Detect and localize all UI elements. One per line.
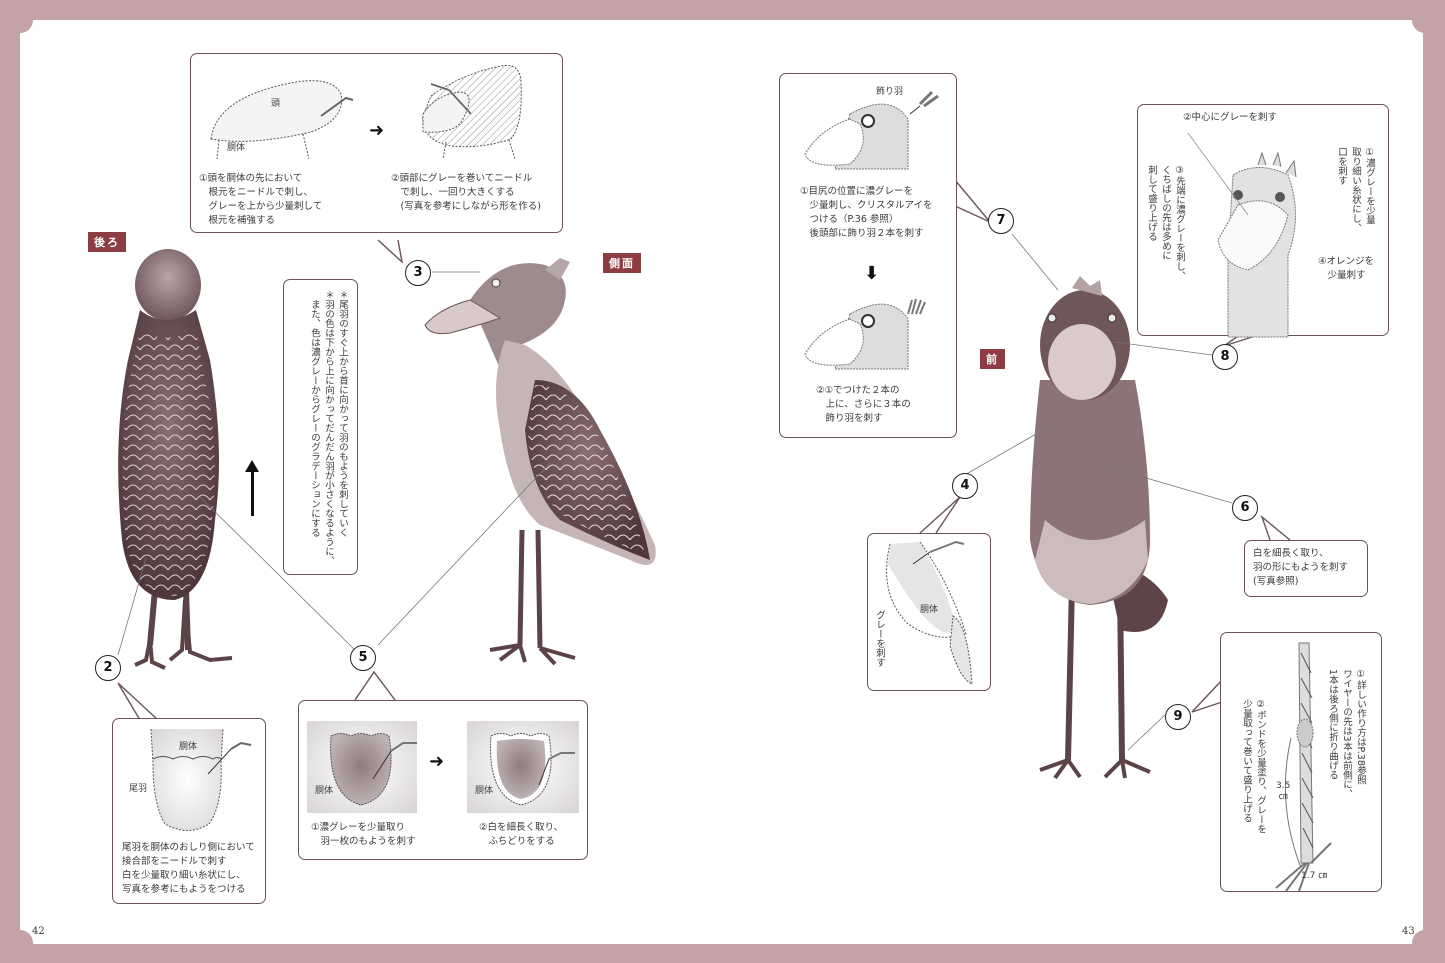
leg-step1-text: ①詳しい作り方はP.38参照 ワイヤーの先は3本は前側に、 1本は後ろ側に折り曲… — [1327, 669, 1366, 799]
svg-text:尾羽: 尾羽 — [129, 783, 147, 794]
front-body-gray-text: グレーを刺す — [874, 610, 885, 667]
feather-diagram: 胴体 ➜ 胴体 — [307, 721, 579, 813]
step-number-6: 6 — [1232, 495, 1258, 521]
beak-step3-text: ③先端に濃グレーを刺し、 くちばしの先は多めに 刺して盛り上げる — [1146, 165, 1185, 281]
corner-notch — [7, 7, 33, 33]
step-number-9: 9 — [1165, 704, 1191, 730]
page-number-left: 42 — [32, 926, 45, 937]
front-feather-text: 白を細長く取り、 羽の形にもようを刺す (写真参照) — [1253, 548, 1349, 587]
callout-tail-construction: 胴体 尾羽 尾羽を胴体のおしり側において 接合部をニードルで刺す 白を少量取り細… — [112, 718, 266, 904]
beak-diagram — [1187, 132, 1297, 338]
view-tag-back: 後ろ — [88, 232, 126, 252]
head-step2-text: ②頭部にグレーを巻いてニードル で刺し、一回り大きくする (写真を参考にしながら… — [391, 173, 541, 212]
tail-text: 尾羽を胴体のおしり側において 接合部をニードルで刺す 白を少量取り細い糸状にし、… — [122, 842, 255, 895]
svg-text:胴体: 胴体 — [920, 603, 938, 615]
corner-notch — [7, 930, 33, 956]
feather-gradient-text: ＊尾羽のすぐ上から首に向かって羽のもようを刺していく ＊羽の色は下から上に向かっ… — [309, 290, 348, 566]
svg-text:胴体: 胴体 — [227, 141, 245, 153]
step-number-8: 8 — [1212, 344, 1238, 370]
callout-leg: ①詳しい作り方はP.38参照 ワイヤーの先は3本は前側に、 1本は後ろ側に折り曲… — [1220, 632, 1382, 892]
beak-step4-text: ④オレンジを 少量刺す — [1318, 256, 1375, 281]
beak-step2-text: ②中心にグレーを刺す — [1183, 112, 1278, 123]
up-arrow-head-icon — [245, 460, 259, 472]
view-tag-side: 側面 — [603, 253, 641, 273]
side-view-bird — [424, 258, 656, 666]
svg-text:➜: ➜ — [369, 120, 384, 141]
svg-text:頭: 頭 — [271, 98, 280, 109]
leg-step2-text: ②ボンドを少量塗り、グレーを 少量取って巻いて盛り上げる — [1241, 699, 1266, 834]
callout-beak: ②中心にグレーを刺す ①濃グレーを少量 取り細い糸状にし、 口を刺す ③先端に濃… — [1137, 104, 1389, 338]
callout-front-body: 胴体 グレーを刺す — [867, 533, 991, 691]
feather-step1-text: ①濃グレーを少量取り 羽一枚のもようを刺す — [311, 822, 416, 847]
callout-feather-pattern: 胴体 ➜ 胴体 ①濃グレーを少量取り 羽一枚のもようを刺す ②白を細長く取り、 … — [298, 700, 588, 860]
callout-head-construction: 頭 胴体 ➜ ①頭を胴体の先において 根元をニードルで刺し、 グレーを上から少量… — [190, 53, 563, 233]
eye-step1-text: ①目尻の位置に濃グレーを 少量刺し、クリスタルアイを つける（P.36 参照） … — [800, 186, 933, 239]
back-view-bird — [118, 249, 233, 670]
svg-text:飾り羽: 飾り羽 — [876, 85, 903, 97]
svg-text:胴体: 胴体 — [475, 784, 493, 796]
leg-dimension-lower: 1.7 ㎝ — [1301, 871, 1328, 881]
up-arrow-icon — [251, 470, 254, 516]
front-view-bird — [1030, 276, 1168, 780]
tail-diagram: 胴体 尾羽 — [129, 728, 252, 831]
step-number-2: 2 — [95, 655, 121, 681]
note-feather-gradient: ＊尾羽のすぐ上から首に向かって羽のもようを刺していく ＊羽の色は下から上に向かっ… — [283, 279, 358, 575]
beak-step1-text: ①濃グレーを少量 取り細い糸状にし、 口を刺す — [1336, 147, 1375, 233]
front-body-diagram: 胴体 — [886, 540, 973, 685]
svg-text:⬇: ⬇ — [864, 263, 879, 284]
callout-eye-ornament: 飾り羽 ⬇ ①目尻の位置に濃グレーを 少量刺し、クリスタルアイを つける（P.3… — [779, 73, 957, 438]
leader-lines — [117, 233, 1233, 751]
page-number-right: 43 — [1402, 926, 1415, 937]
head-step1-text: ①頭を胴体の先において 根元をニードルで刺し、 グレーを上から少量刺して 根元を… — [199, 173, 323, 226]
head-diagram: 頭 胴体 ➜ — [210, 64, 522, 160]
svg-text:胴体: 胴体 — [315, 784, 333, 796]
eye-step2-text: ②①でつけた２本の 上に、さらに３本の 飾り羽を刺す — [816, 385, 911, 424]
svg-text:胴体: 胴体 — [179, 740, 197, 752]
feather-step2-text: ②白を細長く取り、 ふちどりをする — [479, 822, 564, 847]
corner-notch — [1412, 7, 1438, 33]
svg-text:➜: ➜ — [429, 751, 444, 772]
leg-diagram — [1275, 642, 1332, 892]
step-number-3: 3 — [405, 260, 431, 286]
corner-notch — [1412, 930, 1438, 956]
eye-diagram: 飾り羽 ⬇ — [804, 85, 939, 370]
step-number-5: 5 — [350, 645, 376, 671]
view-tag-front: 前 — [980, 349, 1005, 369]
callout-front-feather: 白を細長く取り、 羽の形にもようを刺す (写真参照) — [1244, 540, 1368, 597]
step-number-4: 4 — [952, 473, 978, 499]
leg-dimension-upper: 3.5 ㎝ — [1276, 781, 1291, 802]
step-number-7: 7 — [988, 208, 1014, 234]
